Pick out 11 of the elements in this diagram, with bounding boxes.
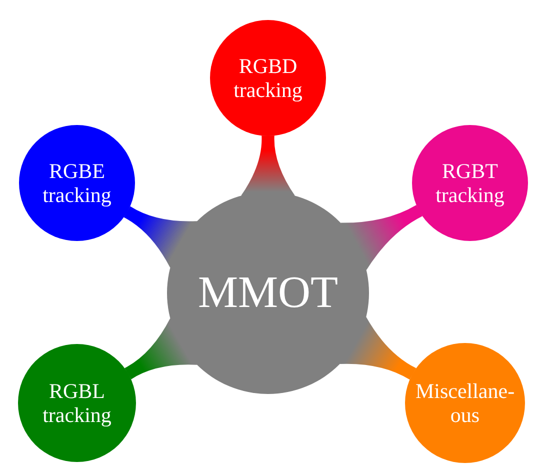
connector bbox=[340, 204, 422, 270]
connector bbox=[124, 206, 198, 268]
connector bbox=[241, 136, 295, 196]
connector bbox=[124, 318, 198, 380]
central-topic-label: MMOT bbox=[198, 267, 338, 319]
connector bbox=[340, 316, 416, 380]
topic-label: RGBD tracking bbox=[232, 54, 304, 102]
topic-label: Miscellane- ous bbox=[414, 378, 516, 428]
topic-label: RGBE tracking bbox=[42, 158, 112, 208]
topic-label: RGBL tracking bbox=[42, 378, 112, 428]
topic-label: RGBT tracking bbox=[434, 158, 506, 208]
